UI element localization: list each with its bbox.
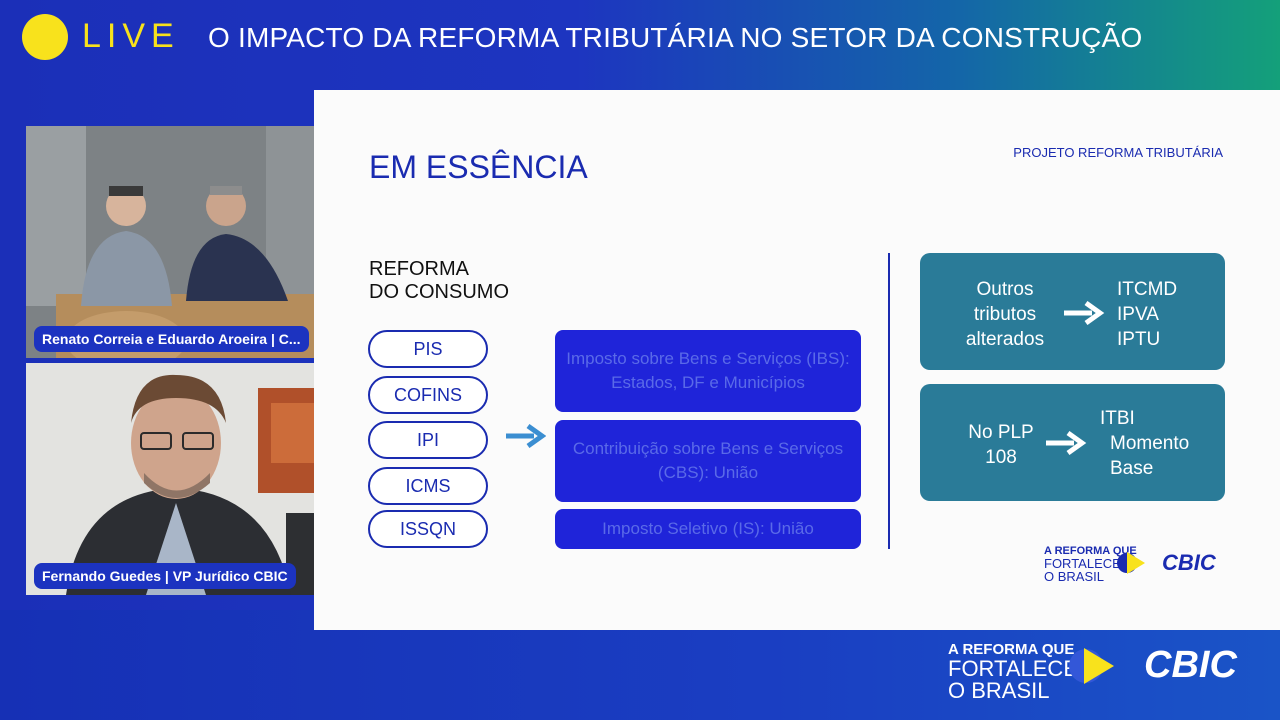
arrow-right-icon [506,424,546,448]
logo-line: O BRASIL [1044,569,1104,584]
reform-title: REFORMA DO CONSUMO [369,258,509,303]
slide-campaign-logo: A REFORMA QUE FORTALECE O BRASIL [1044,545,1137,584]
other-tax-item: IPTU [1117,329,1161,350]
footer-campaign-logo: A REFORMA QUE FORTALECE O BRASIL [948,642,1078,702]
plp-label: No PLP 108 [968,422,1034,468]
plp-item: Base [1110,458,1154,479]
presentation-slide: EM ESSÊNCIA PROJETO REFORMA TRIBUTÁRIA R… [314,90,1280,630]
logo-line: O BRASIL [948,678,1050,703]
live-label: LIVE [82,17,180,55]
video-feed-2: Fernando Guedes | VP Jurídico CBIC [26,363,337,595]
video-feed-1: Renato Correia e Eduardo Aroeira | C... [26,126,337,358]
new-tax-box: Imposto Seletivo (IS): União [555,509,861,549]
logo-line: A REFORMA QUE [948,641,1075,658]
video-2-scene [26,363,337,595]
arrow-right-icon [1046,431,1087,455]
tax-pill: PIS [368,330,488,368]
new-tax-box: Imposto sobre Bens e Serviços (IBS): Est… [555,330,861,412]
tax-pill: COFINS [368,376,488,414]
other-tax-item: ITCMD [1117,279,1178,300]
other-tax-item: IPVA [1117,304,1159,325]
tax-pill: ICMS [368,467,488,505]
logo-line: FORTALECE [948,656,1078,681]
video-1-scene [26,126,337,358]
tax-pill: ISSQN [368,510,488,548]
slide-cbic-logo: CBIC [1162,550,1216,575]
logo-line: FORTALECE [1044,556,1121,571]
divider [888,253,890,549]
broadcast-title: O IMPACTO DA REFORMA TRIBUTÁRIA NO SETOR… [208,22,1143,53]
other-taxes-label: Outros tributos alterados [965,279,1045,350]
plp-list: ITBI Momento Base [1100,406,1189,481]
project-label: PROJETO REFORMA TRIBUTÁRIA [1013,145,1223,160]
arrow-right-icon [1064,301,1105,325]
play-logo-icon [1069,648,1114,684]
live-indicator-icon [22,14,68,60]
play-logo-icon [1117,552,1145,574]
logo-line: A REFORMA QUE [1044,545,1137,557]
other-taxes-list: ITCMD IPVA IPTU [1117,277,1177,352]
tax-pill: IPI [368,421,488,459]
other-taxes-box: Outros tributos alterados ITCMD IPVA IPT… [920,253,1225,370]
footer-cbic-logo: CBIC [1144,644,1237,686]
plp-item: Momento [1110,433,1190,454]
speaker-name-tag: Fernando Guedes | VP Jurídico CBIC [34,563,296,589]
new-tax-box: Contribuição sobre Bens e Serviços (CBS)… [555,420,861,502]
plp-box: No PLP 108 ITBI Momento Base [920,384,1225,501]
slide-title: EM ESSÊNCIA [369,149,588,185]
plp-item: ITBI [1100,408,1135,429]
speaker-name-tag: Renato Correia e Eduardo Aroeira | C... [34,326,309,352]
